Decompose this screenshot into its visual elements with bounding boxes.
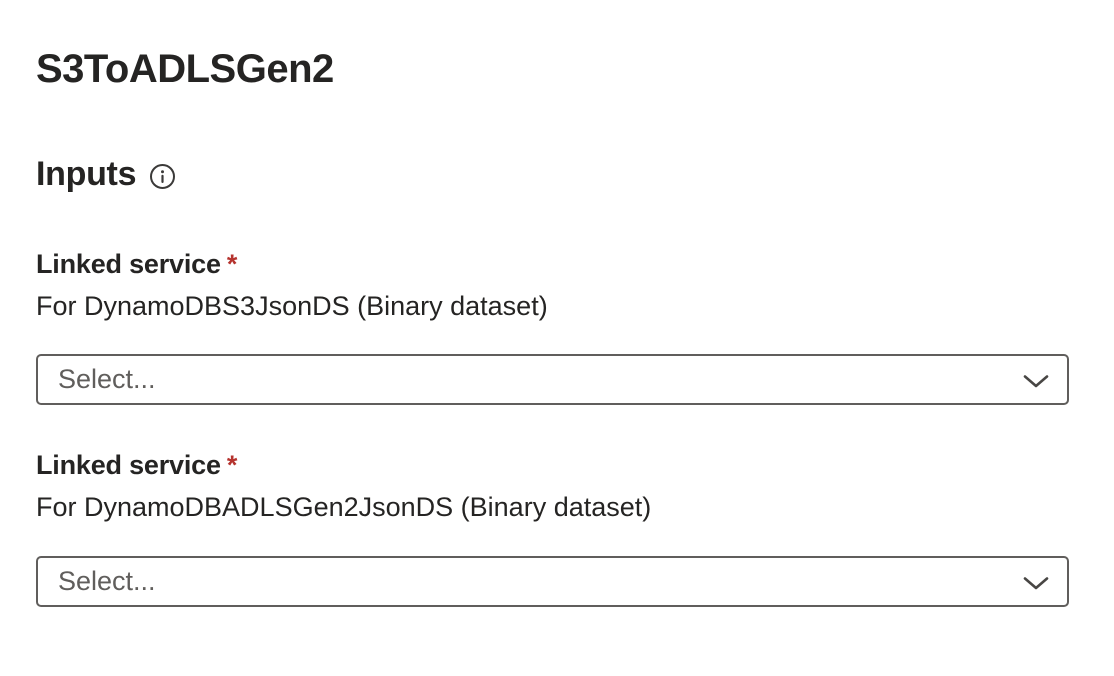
field-label-text: Linked service	[36, 450, 221, 480]
info-icon[interactable]	[149, 163, 176, 190]
chevron-down-icon	[1023, 374, 1049, 389]
required-asterisk: *	[226, 249, 238, 279]
required-asterisk: *	[226, 450, 238, 480]
linked-service-dropdown-1[interactable]: Select...	[36, 354, 1069, 405]
inputs-heading: Inputs	[36, 155, 137, 193]
page-title: S3ToADLSGen2	[36, 47, 334, 91]
dropdown-placeholder: Select...	[58, 364, 156, 394]
linked-service-label-2: Linked service*	[36, 450, 237, 481]
linked-service-description-2: For DynamoDBADLSGen2JsonDS (Binary datas…	[36, 492, 652, 522]
linked-service-dropdown-2[interactable]: Select...	[36, 556, 1069, 607]
linked-service-description-1: For DynamoDBS3JsonDS (Binary dataset)	[36, 291, 548, 321]
inputs-section-header: Inputs	[36, 155, 176, 194]
chevron-down-icon	[1023, 576, 1049, 591]
dropdown-placeholder: Select...	[58, 566, 156, 596]
linked-service-label-1: Linked service*	[36, 249, 237, 280]
field-label-text: Linked service	[36, 249, 221, 279]
